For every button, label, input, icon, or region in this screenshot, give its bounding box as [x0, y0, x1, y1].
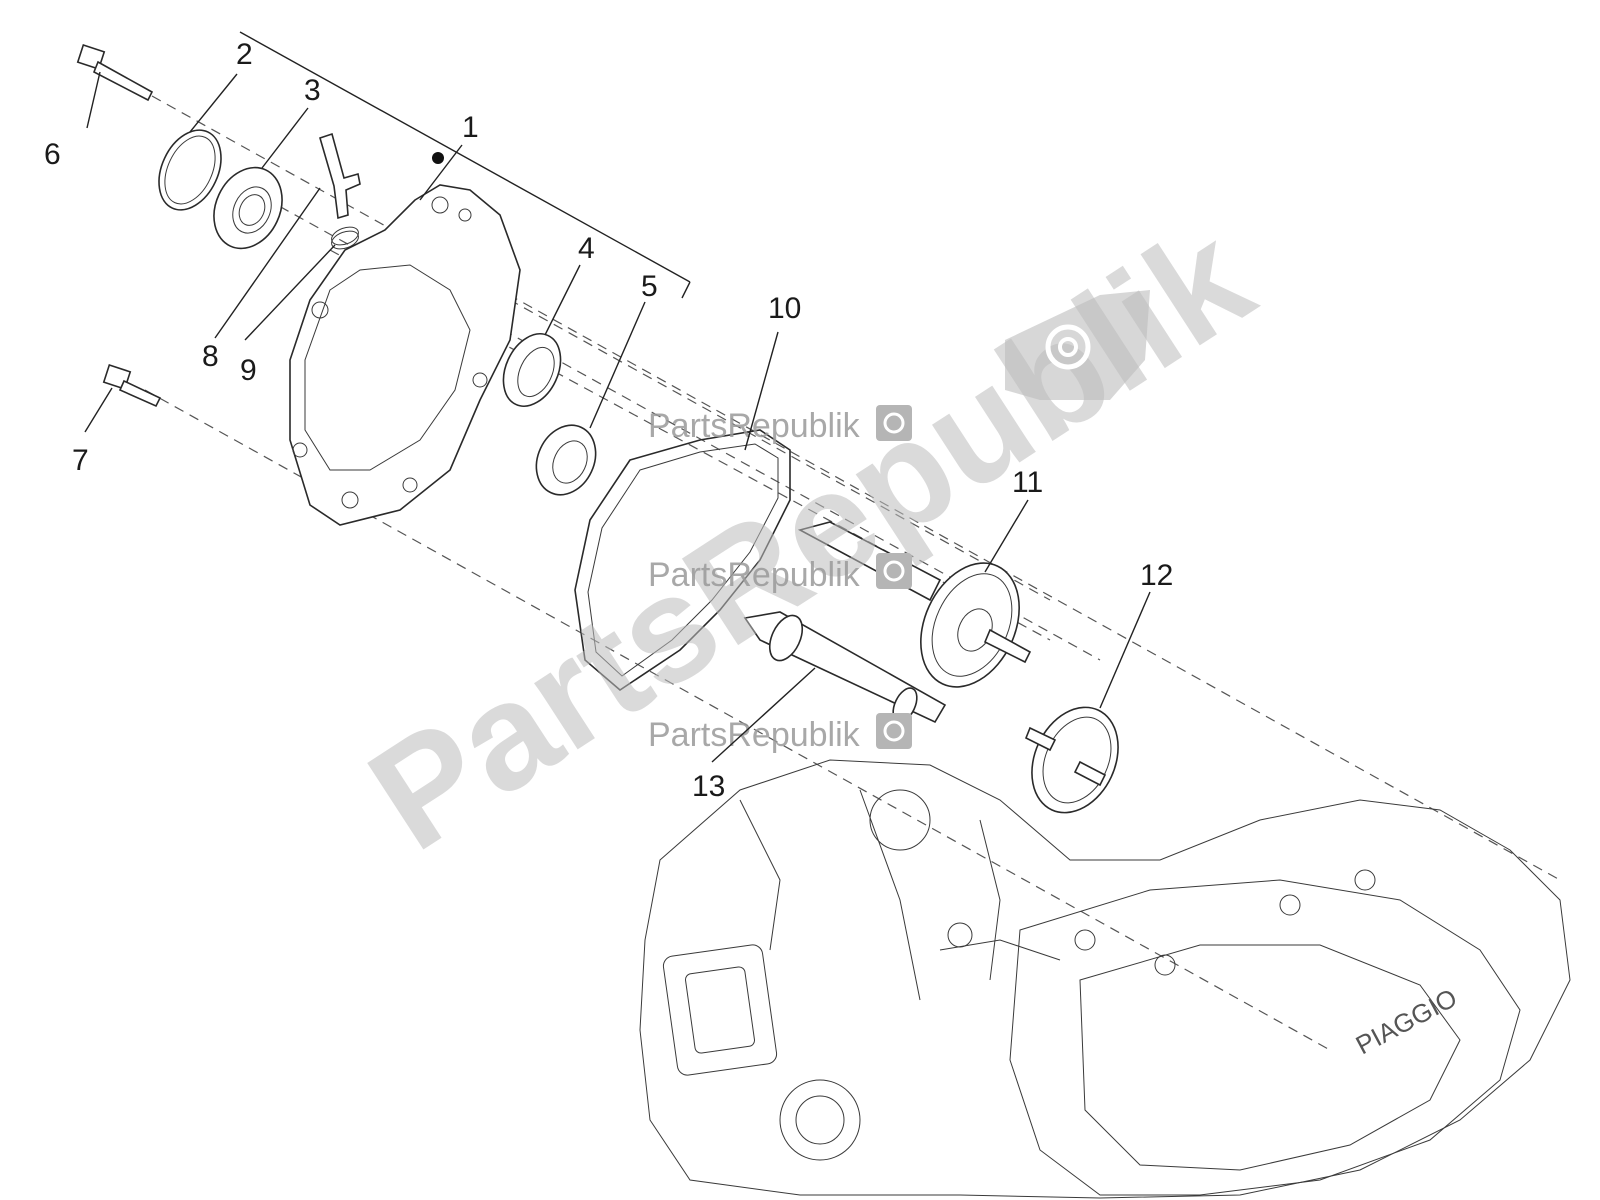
gear-icon: [1045, 324, 1091, 370]
callout-11: 11: [1012, 466, 1043, 499]
part-gasket-10: [574, 429, 791, 692]
watermark-badge-icon-3: [876, 713, 912, 749]
part-clip-9: [331, 226, 359, 250]
callouts: 1 2 3 4 5 6 7 8 9 10 11 12 13: [44, 38, 1173, 803]
callout-8: 8: [202, 340, 219, 373]
callout-12: 12: [1140, 559, 1173, 592]
callout-7: 7: [72, 444, 89, 477]
part-gear-12: [1024, 706, 1119, 814]
watermark-badge-icon-2: [876, 553, 912, 589]
engine-brand-logo: PIAGGIO: [1351, 982, 1462, 1060]
callout-10: 10: [768, 292, 801, 325]
callout-13: 13: [692, 770, 725, 803]
part-shaft-13: [743, 611, 947, 724]
callout-1: 1: [462, 111, 479, 144]
part-pipe-8: [319, 132, 361, 220]
part-bolt-7: [102, 364, 162, 408]
watermark-small-text-2: PartsRepublik: [648, 556, 861, 594]
watermark-small-text-3: PartsRepublik: [648, 716, 861, 754]
callout-5: 5: [641, 270, 658, 303]
part-bearing-5: [535, 424, 597, 496]
watermark-small-text-1: PartsRepublik: [648, 407, 861, 445]
part-bearing-3: [213, 166, 283, 250]
callout-3: 3: [304, 74, 321, 107]
watermark-badge-icon-1: [876, 405, 912, 441]
leader-lines: [84, 71, 1151, 763]
part-bolt-6: [76, 44, 154, 102]
part-cover-1: [289, 152, 521, 526]
part-seal-4: [502, 333, 562, 407]
group-bracket: [239, 31, 691, 299]
engine-assembly: PIAGGIO: [639, 759, 1571, 1199]
callout-6: 6: [44, 138, 61, 171]
callout-2: 2: [236, 38, 253, 71]
callout-9: 9: [240, 354, 257, 387]
callout-4: 4: [578, 232, 595, 265]
part-circlip-2: [158, 129, 222, 211]
